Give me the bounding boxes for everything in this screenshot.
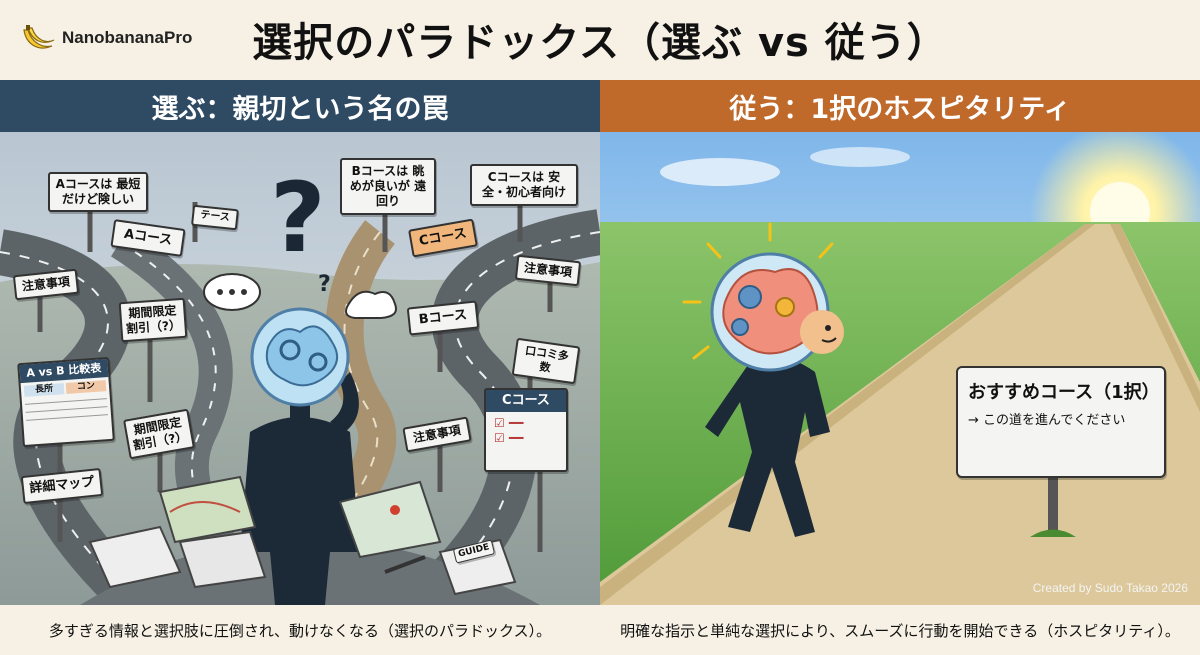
sign-b-course-desc: Bコースは 眺めが良いが 遠回り bbox=[340, 158, 436, 215]
right-caption: 明確な指示と単純な選択により、スムーズに行動を開始できる（ホスピタリティ）。 bbox=[600, 605, 1200, 655]
right-heading: 従う：1択のホスピタリティ bbox=[600, 80, 1200, 132]
map-icon bbox=[158, 475, 442, 559]
left-caption: 多すぎる情報と選択肢に圧倒され、動けなくなる（選択のパラドックス）。 bbox=[0, 605, 600, 655]
comparison-title: A vs B 比較表 bbox=[19, 359, 109, 383]
left-heading: 選ぶ：親切という名の罠 bbox=[0, 80, 600, 132]
thought-bubble-icon bbox=[203, 273, 397, 319]
small-question-icon: ? bbox=[318, 272, 331, 297]
follow-scene: おすすめコース（1択） → この道を進んでください Created by Sud… bbox=[600, 132, 1200, 605]
banana-icon bbox=[23, 25, 55, 49]
pen-icon bbox=[384, 555, 426, 574]
header: NanobananaPro 選択のパラドックス（選ぶ vs 従う） bbox=[0, 0, 1200, 80]
checkbox-icon: ☑ ━━☑ ━━ bbox=[494, 416, 524, 446]
brain-icon bbox=[710, 252, 844, 372]
question-icon: ? bbox=[270, 162, 326, 274]
credit-text: Created by Sudo Takao 2026 bbox=[1032, 581, 1188, 595]
brand-name: NanobananaPro bbox=[62, 28, 193, 47]
frozen-brain-icon bbox=[250, 307, 350, 407]
sign-c-course-board: Cコース ☑ ━━☑ ━━ bbox=[484, 388, 568, 472]
recommended-course-title: おすすめコース（1択） bbox=[968, 382, 1160, 403]
recommended-course-sign: おすすめコース（1択） → この道を進んでください bbox=[956, 366, 1166, 478]
recommended-course-direction: → この道を進んでください bbox=[968, 412, 1126, 428]
brand-logo: NanobananaPro bbox=[20, 18, 192, 58]
walking-person-figure bbox=[705, 356, 830, 537]
sign-comparison-board: A vs B 比較表 長所 コン bbox=[17, 356, 115, 448]
page-title: 選択のパラドックス（選ぶ vs 従う） bbox=[252, 20, 948, 66]
choose-scene: Aコースは 最短だけど険しい Aコース テース Bコースは 眺めが良いが 遠回り… bbox=[0, 132, 600, 605]
glow-rays bbox=[682, 222, 834, 360]
sign-c-course-desc: Cコースは 安全・初心者向け bbox=[470, 164, 578, 206]
sign-limited-1: 期間限定 割引（?） bbox=[118, 297, 188, 343]
c-course-board-title: Cコース bbox=[486, 390, 566, 413]
sign-a-course-desc: Aコースは 最短だけど険しい bbox=[48, 172, 148, 212]
